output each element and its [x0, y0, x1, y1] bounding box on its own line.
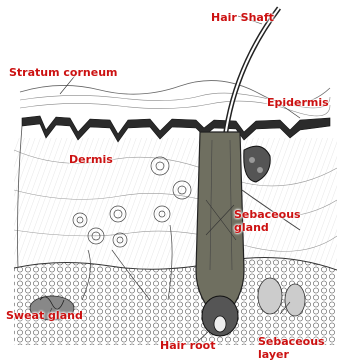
sebaceous-layer-label-line1: Sebaceous [258, 336, 325, 348]
sebaceous-gland-label-line1: Sebaceous [234, 209, 301, 221]
sebaceous-gland-label-line2: gland [234, 222, 269, 234]
sebaceous-layer-label-line2: layer [258, 349, 289, 361]
dermis-label: Dermis [69, 154, 113, 166]
stratum-corneum-label: Stratum corneum [9, 67, 118, 79]
epidermis-label: Epidermis [267, 97, 329, 109]
hair-root-label: Hair root [160, 340, 215, 352]
hair-root-bulb [202, 296, 238, 336]
hair-shaft-label: Hair Shaft [211, 12, 274, 24]
dermis-layer [14, 138, 337, 268]
sweat-gland-label: Sweat gland [6, 310, 83, 322]
